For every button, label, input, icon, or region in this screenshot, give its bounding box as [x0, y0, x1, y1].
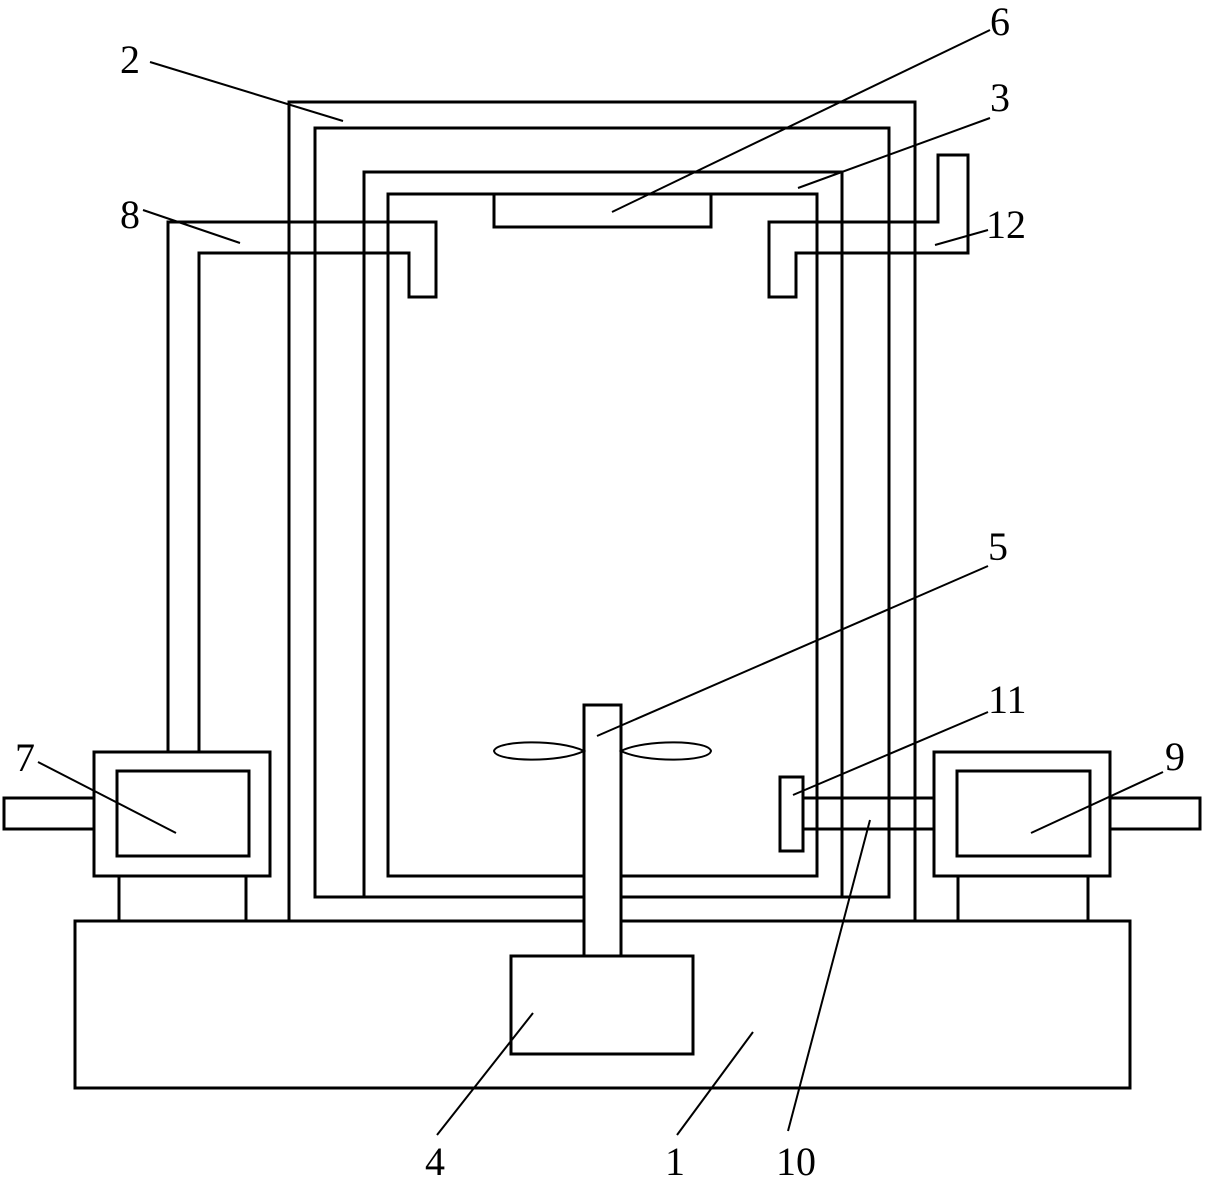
- right-unit-legs: [956, 874, 1090, 923]
- leader-4: [436, 1012, 534, 1136]
- part-7-left-unit: [2, 750, 272, 878]
- label-3: 3: [990, 75, 1010, 120]
- part-4-motor: [509, 954, 695, 1056]
- part-12-right-pipe: [817, 153, 970, 255]
- label-5: 5: [988, 524, 1008, 569]
- part-9-right-unit: [932, 750, 1202, 878]
- part-6-top-fixture: [492, 192, 713, 229]
- label-6: 6: [990, 0, 1010, 44]
- leader-6: [611, 29, 991, 213]
- leader-9: [1030, 771, 1164, 834]
- label-4: 4: [425, 1139, 445, 1183]
- label-12: 12: [986, 202, 1026, 247]
- leader-2: [149, 61, 344, 122]
- label-8: 8: [120, 192, 140, 237]
- leader-10: [787, 819, 871, 1132]
- leader-12: [934, 229, 989, 246]
- left-unit-legs: [117, 874, 248, 923]
- part-11-sensor: [778, 775, 805, 853]
- label-9: 9: [1165, 734, 1185, 779]
- leader-11: [792, 711, 989, 796]
- part-8-left-pipe: [166, 220, 388, 771]
- label-2: 2: [120, 37, 140, 82]
- leader-8: [142, 209, 241, 244]
- leader-3: [797, 117, 991, 189]
- label-1: 1: [665, 1139, 685, 1183]
- leader-5: [596, 565, 989, 737]
- leader-7: [37, 761, 177, 834]
- leader-1: [676, 1031, 754, 1136]
- label-11: 11: [988, 677, 1027, 722]
- label-10: 10: [776, 1139, 816, 1183]
- label-7: 7: [15, 735, 35, 780]
- part-5-stirrer: [492, 703, 713, 958]
